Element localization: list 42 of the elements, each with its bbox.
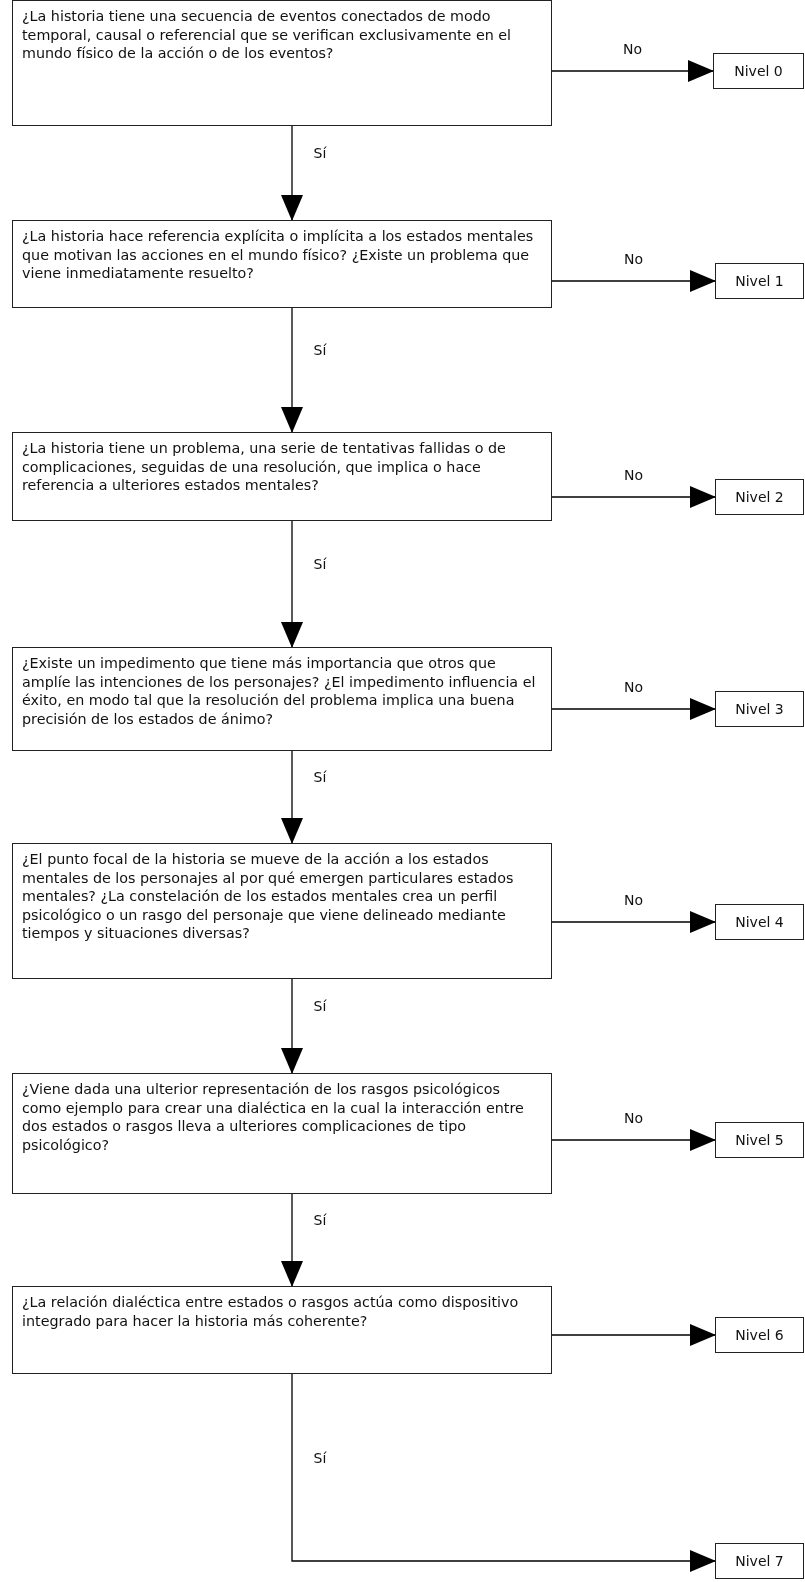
arrow: [551, 1129, 716, 1151]
edge-label: No: [622, 467, 645, 483]
edge-label: No: [622, 679, 645, 695]
arrow: [281, 750, 303, 844]
edge-label: Sí: [311, 1212, 329, 1228]
arrow: [281, 307, 303, 433]
result-box: Nivel 5: [715, 1122, 804, 1158]
arrow: [551, 698, 716, 720]
arrow: [281, 978, 303, 1074]
result-box: Nivel 3: [715, 691, 804, 727]
edge-label: Sí: [311, 342, 329, 358]
arrow: [281, 1193, 303, 1287]
result-box: Nivel 7: [715, 1543, 804, 1579]
arrow: [281, 520, 303, 648]
edge-label: Sí: [311, 998, 329, 1014]
edge-label: Sí: [311, 556, 329, 572]
question-box: ¿El punto focal de la historia se mueve de la acción a los estados mentales de los personajes al por qué emergen particulares estados mentales? ¿La constelación de los estados mentales crea un perfil psicológico o un rasgo del personaje que viene delineado mediante tiempos y situaciones diversas?: [12, 843, 552, 979]
result-box: Nivel 2: [715, 479, 804, 515]
result-box: Nivel 6: [715, 1317, 804, 1353]
edge-label: No: [622, 892, 645, 908]
arrow: [551, 60, 714, 82]
question-box: ¿La historia tiene una secuencia de eventos conectados de modo temporal, causal o referencial que se verifican exclusivamente en el mundo físico de la acción o de los eventos?: [12, 0, 552, 126]
arrow: [291, 1373, 716, 1572]
arrow: [551, 911, 716, 933]
edge-label: Sí: [311, 145, 329, 161]
edge-label: No: [622, 251, 645, 267]
arrow: [551, 1324, 716, 1346]
result-box: Nivel 1: [715, 263, 804, 299]
question-box: ¿La relación dialéctica entre estados o rasgos actúa como dispositivo integrado para hacer la historia más coherente?: [12, 1286, 552, 1374]
arrow: [551, 486, 716, 508]
arrow: [551, 270, 716, 292]
question-box: ¿Existe un impedimento que tiene más importancia que otros que amplíe las intenciones de los personajes? ¿El impedimento influencia el éxito, en modo tal que la resolución del problema implica una buena precisión de los estados de ánimo?: [12, 647, 552, 751]
question-box: ¿La historia tiene un problema, una serie de tentativas fallidas o de complicaciones, seguidas de una resolución, que implica o hace referencia a ulteriores estados mentales?: [12, 432, 552, 521]
edge-label: Sí: [311, 769, 329, 785]
arrow: [281, 125, 303, 221]
edge-label: No: [621, 41, 644, 57]
edge-label: No: [622, 1110, 645, 1126]
result-box: Nivel 4: [715, 904, 804, 940]
edge-label: Sí: [311, 1449, 329, 1466]
question-box: ¿Viene dada una ulterior representación de los rasgos psicológicos como ejemplo para crear una dialéctica en la cual la interacción entre dos estados o rasgos lleva a ulteriores complicaciones de tipo psicológico?: [12, 1073, 552, 1194]
question-box: ¿La historia hace referencia explícita o implícita a los estados mentales que motivan las acciones en el mundo físico? ¿Existe un problema que viene inmediatamente resuelto?: [12, 220, 552, 308]
result-box: Nivel 0: [713, 53, 804, 89]
